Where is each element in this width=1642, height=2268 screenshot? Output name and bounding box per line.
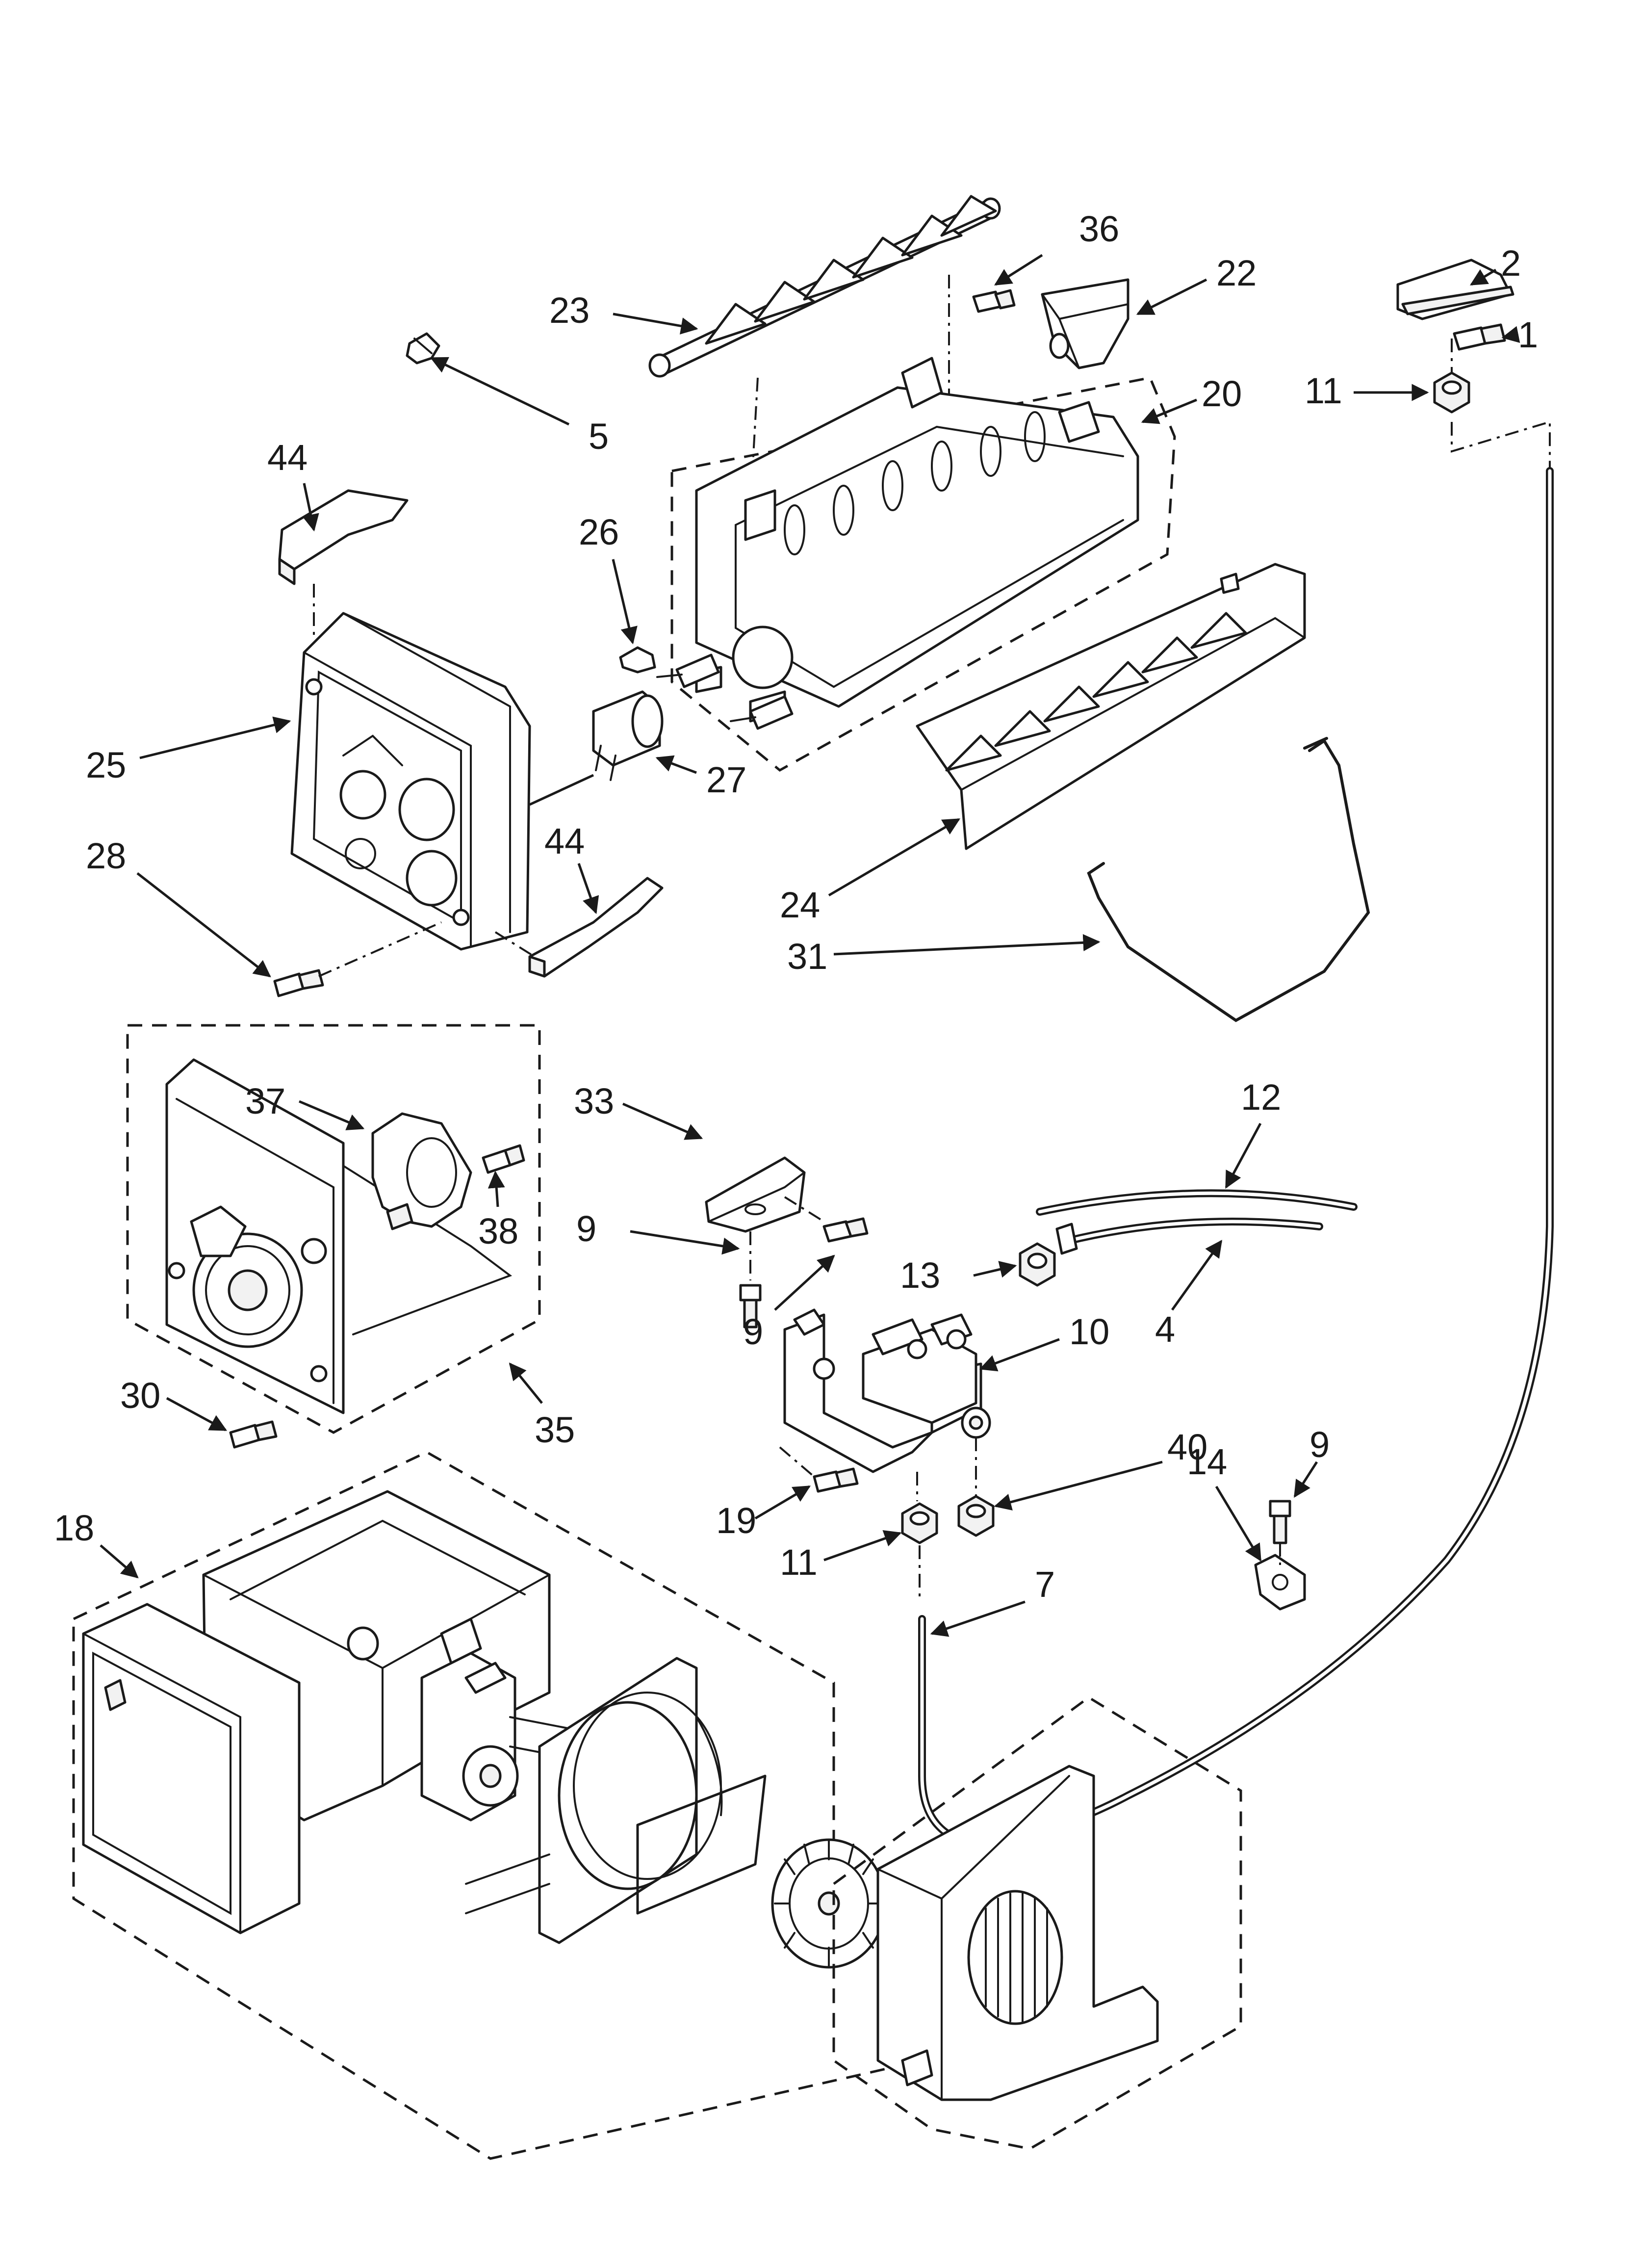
leader-lines (100, 254, 1520, 1637)
part-24-stripper (916, 563, 1306, 850)
callout-19: 19 (716, 1500, 756, 1541)
callout-44-upper: 44 (267, 437, 308, 478)
part-10-water-valve (783, 1308, 991, 1501)
callout-13: 13 (900, 1255, 940, 1296)
callout-24: 24 (780, 885, 820, 925)
callout-18: 18 (54, 1508, 94, 1548)
part-37-motor (371, 1112, 472, 1230)
part-12-tube (1036, 1189, 1358, 1216)
callout-40: 40 (1167, 1427, 1207, 1467)
module-plate (165, 1058, 345, 1414)
callout-25: 25 (86, 745, 126, 785)
callout-9-a: 9 (576, 1208, 596, 1249)
part-26-clip (619, 646, 656, 674)
part-2-shield (1396, 259, 1514, 320)
callout-27: 27 (706, 759, 746, 800)
callout-36: 36 (1079, 209, 1119, 249)
part-4-tube (1055, 1218, 1323, 1255)
callout-26: 26 (579, 512, 619, 552)
callout-9-b: 9 (743, 1311, 763, 1352)
callout-labels: 36 22 23 2 1 11 5 20 44 26 25 27 28 44 2… (54, 209, 1538, 1605)
part-9-screw-b (822, 1217, 869, 1243)
part-19-screw (779, 1446, 859, 1493)
callout-30: 30 (120, 1375, 160, 1416)
part-28-screw (273, 921, 442, 997)
part-36-screw (948, 275, 1016, 402)
part-1-screw (1453, 323, 1506, 351)
callout-28: 28 (86, 835, 126, 876)
callout-11-top: 11 (1305, 370, 1342, 411)
part-11-nut-bottom (901, 1502, 938, 1599)
part-9-screw-c (1269, 1500, 1291, 1565)
part-11-nut-top (1433, 339, 1551, 471)
callout-33: 33 (574, 1081, 614, 1121)
callout-31: 31 (787, 936, 827, 977)
callout-10: 10 (1069, 1311, 1109, 1352)
callout-14: 14 (1187, 1441, 1227, 1482)
callout-22: 22 (1216, 253, 1257, 293)
blower-wheel (771, 1838, 887, 1969)
callout-1: 1 (1518, 314, 1538, 355)
part-38-screw (482, 1144, 525, 1174)
part-20-ice-mold (670, 357, 1176, 772)
callout-20: 20 (1202, 373, 1242, 414)
part-33-cover (705, 1156, 825, 1280)
callout-44-lower: 44 (544, 821, 585, 861)
front-cover (82, 1603, 301, 1934)
callout-7: 7 (1035, 1564, 1055, 1605)
callout-35: 35 (535, 1409, 575, 1450)
callout-4: 4 (1155, 1309, 1175, 1350)
callout-11-bottom: 11 (780, 1542, 818, 1583)
mold-drive-pins (656, 653, 794, 730)
callout-5: 5 (589, 416, 609, 457)
fan-mounting-plate (465, 1657, 767, 1944)
callout-38: 38 (478, 1211, 518, 1251)
callout-9-c: 9 (1309, 1424, 1330, 1465)
part-23-ejector (648, 195, 1001, 594)
part-30-screw (229, 1420, 278, 1449)
part-31-shutoff-arm (1087, 737, 1370, 1022)
callout-2: 2 (1501, 243, 1521, 284)
callout-12: 12 (1241, 1077, 1281, 1118)
part-27-thermostat (529, 690, 664, 806)
part-25-module-housing (290, 584, 531, 951)
callout-23: 23 (549, 290, 590, 331)
part-44-bracket-lower (494, 877, 664, 978)
auger-motor (420, 1652, 663, 1822)
part-14-clamp (1254, 1554, 1306, 1611)
callout-37: 37 (245, 1081, 285, 1121)
fan-housing (832, 1695, 1242, 2150)
part-40-nut (957, 1495, 995, 1537)
part-44-bracket-upper (278, 489, 409, 585)
part-9-screw-a (739, 1284, 762, 1329)
part-22-fill-cup (1041, 278, 1129, 369)
part-13-nut (1019, 1242, 1056, 1287)
